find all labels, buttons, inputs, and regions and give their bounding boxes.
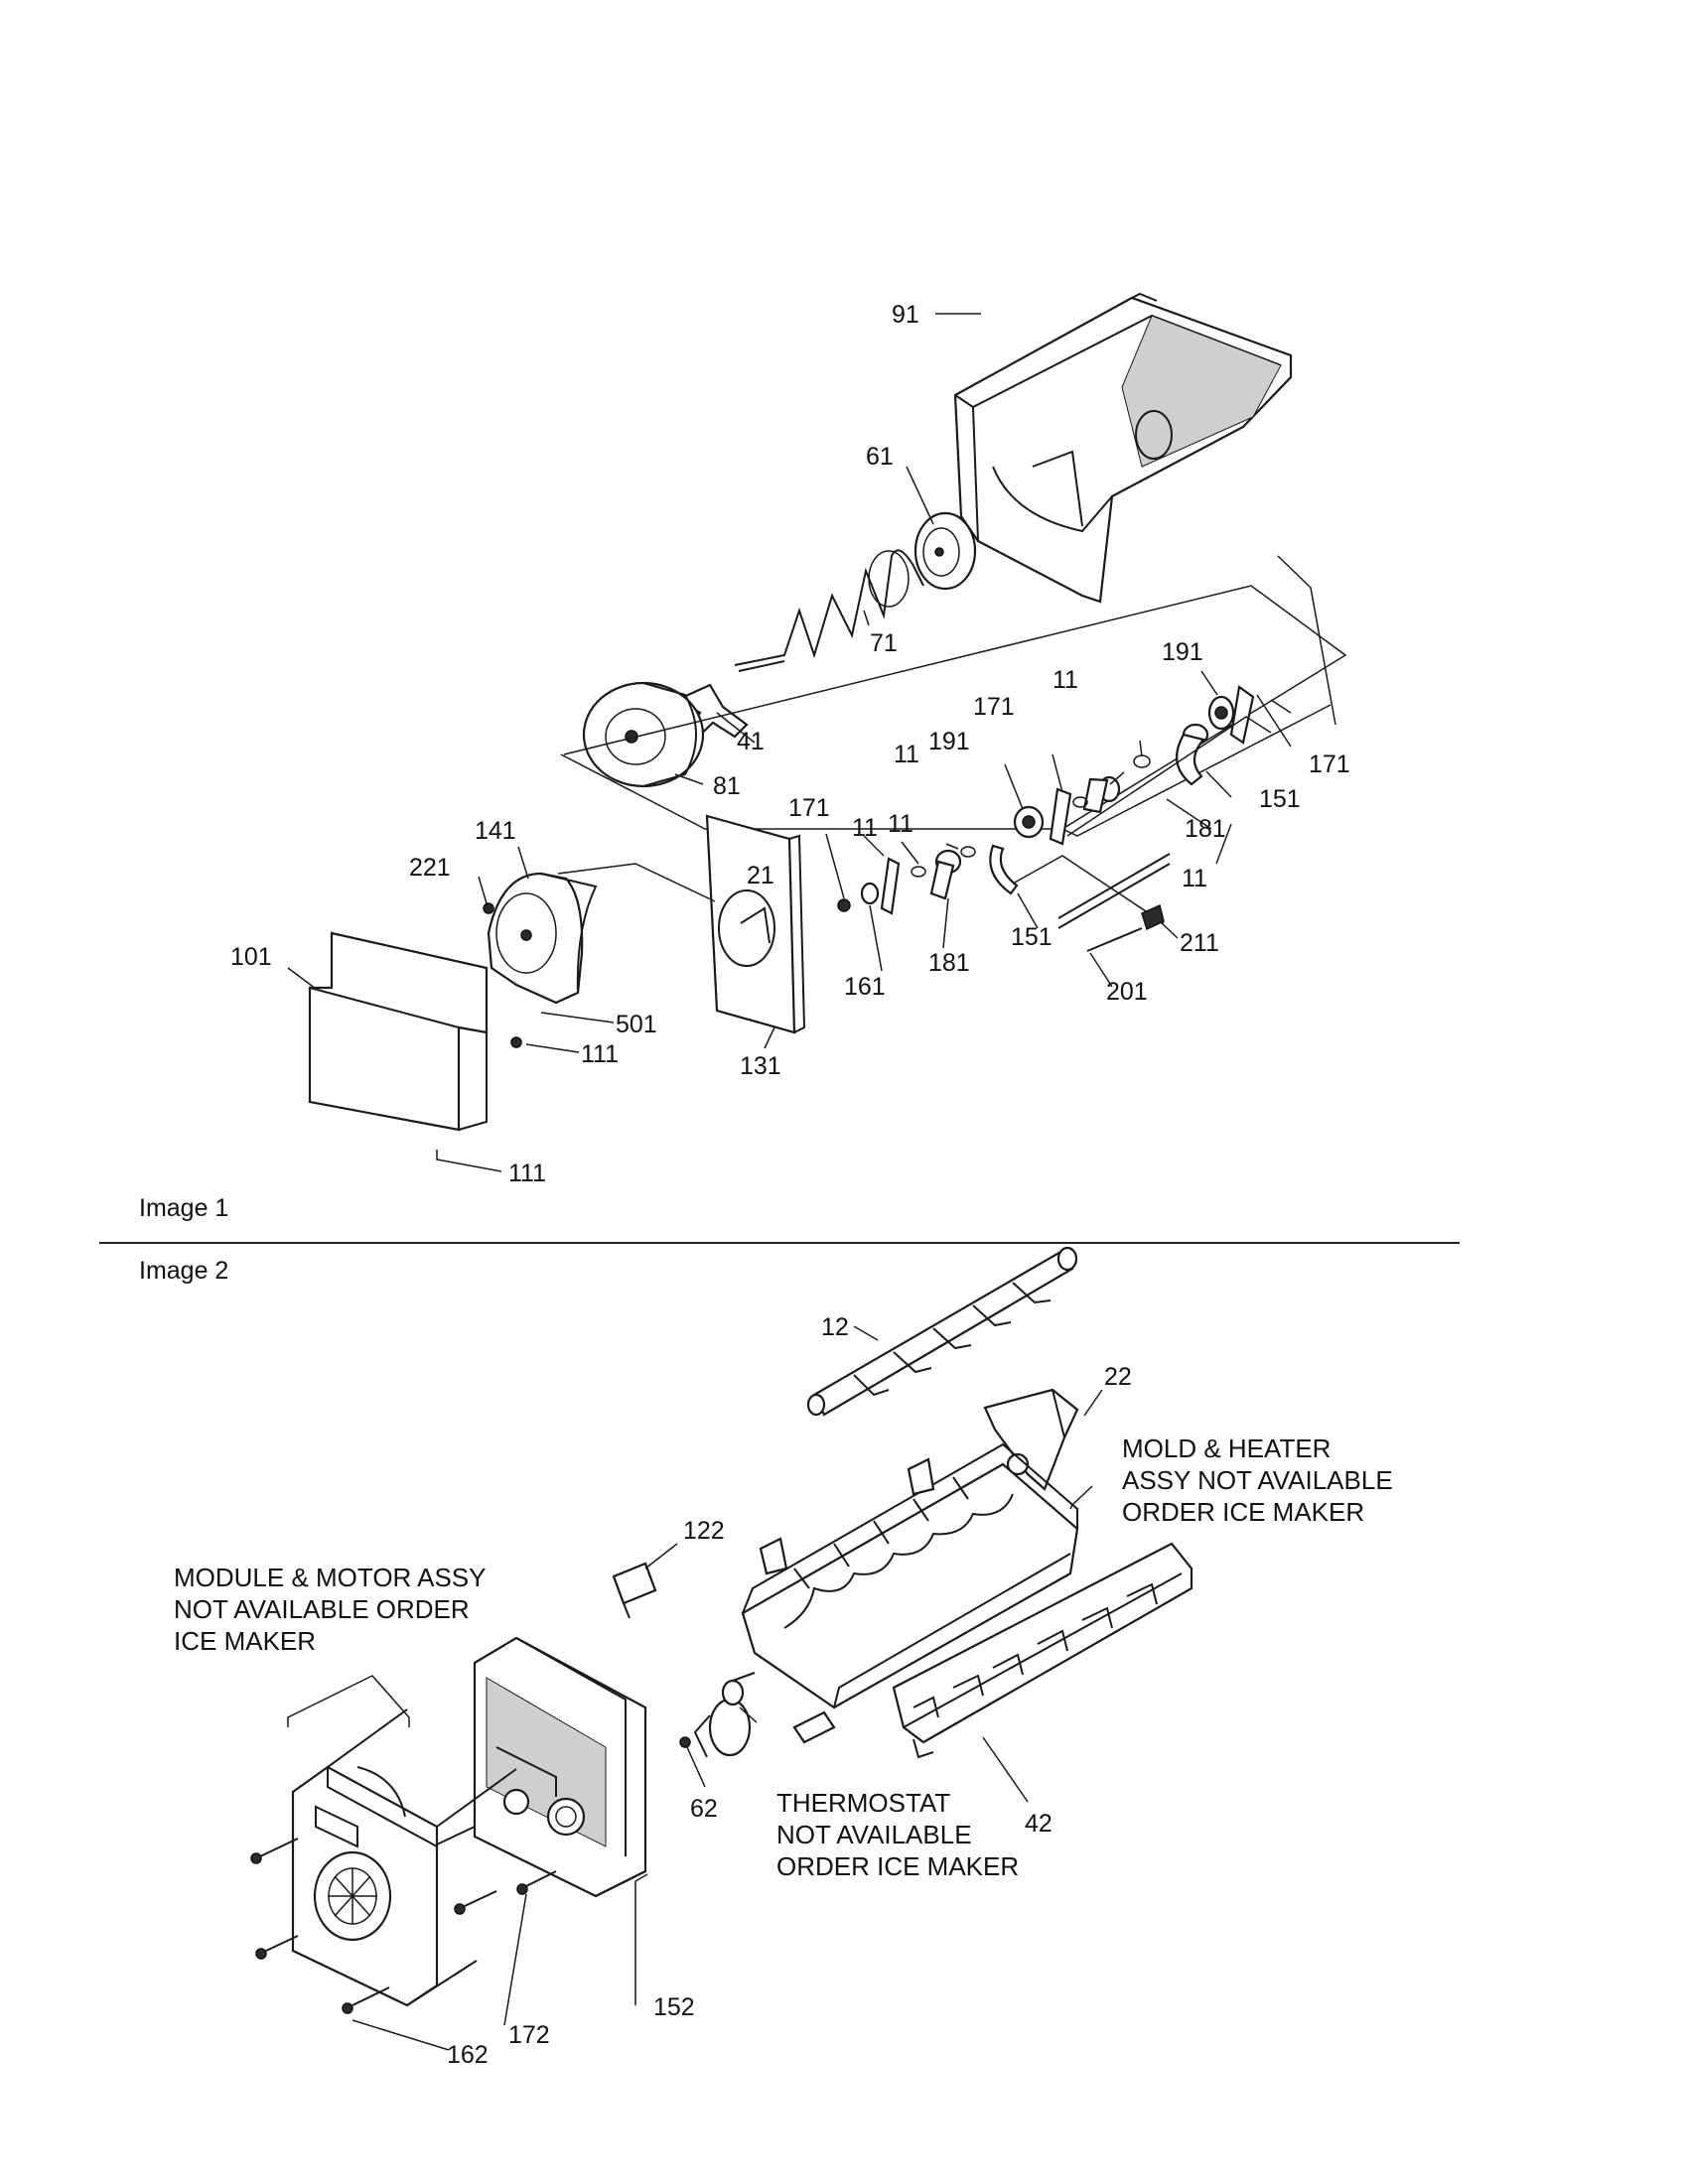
part-label-11d: 11 [852, 814, 878, 842]
part-label-131: 131 [740, 1052, 781, 1080]
front-cover-strip [892, 1542, 1193, 1759]
part-label-62: 62 [690, 1795, 718, 1823]
part-label-501: 501 [616, 1011, 657, 1038]
note-module-motor: MODULE & MOTOR ASSY NOT AVAILABLE ORDER … [174, 1563, 486, 1656]
part-label-171a: 171 [1309, 751, 1350, 778]
note-line: ASSY NOT AVAILABLE [1122, 1465, 1393, 1495]
note-line: ICE MAKER [174, 1626, 316, 1656]
note-mold-heater: MOLD & HEATER ASSY NOT AVAILABLE ORDER I… [1122, 1433, 1393, 1527]
part-label-21: 21 [747, 862, 774, 889]
part-label-181a: 181 [1185, 815, 1226, 843]
part-label-181b: 181 [928, 949, 970, 977]
image2-drawing: 12 22 122 62 42 152 172 162 MOLD & HEATE… [174, 1246, 1393, 2069]
section-title-image2: Image 2 [139, 1257, 228, 1285]
module-bracket [287, 1675, 410, 1727]
part-label-111b: 111 [508, 1160, 546, 1187]
note-line: ORDER ICE MAKER [1122, 1497, 1364, 1527]
part-label-71: 71 [870, 629, 898, 657]
part-label-11c: 11 [1182, 865, 1207, 892]
wire-clip [612, 1562, 657, 1619]
part-label-61: 61 [866, 443, 894, 471]
part-label-161: 161 [844, 973, 886, 1001]
note-line: THERMOSTAT [776, 1788, 950, 1818]
part-label-151b: 151 [1011, 923, 1052, 951]
section-title-image1: Image 1 [139, 1194, 228, 1222]
part-label-12: 12 [821, 1313, 849, 1341]
part-label-221: 221 [409, 854, 451, 882]
part-label-41: 41 [737, 728, 765, 755]
auger-spring [734, 549, 924, 672]
thermostat [679, 1672, 836, 1758]
part-label-11b: 11 [894, 741, 919, 768]
part-label-152: 152 [653, 1993, 695, 2021]
part-label-151a: 151 [1259, 785, 1301, 813]
image1-drawing: 91 61 71 41 81 191 11 171 171 191 11 171… [230, 292, 1350, 1187]
ejector-blade [806, 1246, 1078, 1417]
part-label-172: 172 [508, 2021, 550, 2049]
screws [250, 1826, 557, 2014]
note-line: NOT AVAILABLE ORDER [174, 1594, 470, 1624]
part-label-171b: 171 [973, 693, 1015, 721]
shaft-assembly [837, 685, 1292, 952]
image1-leaders [287, 313, 1336, 1172]
part-label-211: 211 [1180, 929, 1219, 957]
part-label-11a: 11 [1052, 666, 1078, 694]
support-bearing [983, 1388, 1079, 1491]
image2-labels: 12 22 122 62 42 152 172 162 [447, 1313, 1132, 2069]
note-line: MOLD & HEATER [1122, 1433, 1331, 1463]
note-line: NOT AVAILABLE [776, 1820, 972, 1849]
image1-labels: 91 61 71 41 81 191 11 171 171 191 11 171… [230, 301, 1350, 1187]
part-label-162: 162 [447, 2041, 489, 2069]
note-line: MODULE & MOTOR ASSY [174, 1563, 486, 1592]
part-label-141: 141 [475, 817, 516, 845]
part-label-22: 22 [1104, 1363, 1132, 1391]
part-label-81: 81 [713, 772, 741, 800]
bearing-plate [913, 511, 977, 591]
front-cover [308, 931, 489, 1132]
motor-housing [473, 1636, 647, 1898]
note-line: ORDER ICE MAKER [776, 1851, 1019, 1881]
part-label-191b: 191 [928, 728, 970, 755]
part-label-11e: 11 [888, 810, 913, 838]
part-label-111a: 111 [581, 1040, 619, 1068]
part-label-191a: 191 [1162, 638, 1203, 666]
part-label-122: 122 [683, 1517, 725, 1545]
part-label-101: 101 [230, 943, 272, 971]
part-label-91: 91 [892, 301, 919, 329]
ice-mold [741, 1442, 1079, 1709]
note-thermostat: THERMOSTAT NOT AVAILABLE ORDER ICE MAKER [776, 1788, 1019, 1881]
part-label-201: 201 [1106, 978, 1148, 1006]
image2-leaders [351, 1325, 1103, 2051]
mounting-plate [705, 814, 806, 1034]
crusher-housing [483, 863, 716, 1048]
part-label-42: 42 [1025, 1810, 1052, 1838]
control-module [291, 1708, 517, 2007]
ice-bucket [953, 292, 1293, 604]
part-label-171c: 171 [788, 794, 830, 822]
